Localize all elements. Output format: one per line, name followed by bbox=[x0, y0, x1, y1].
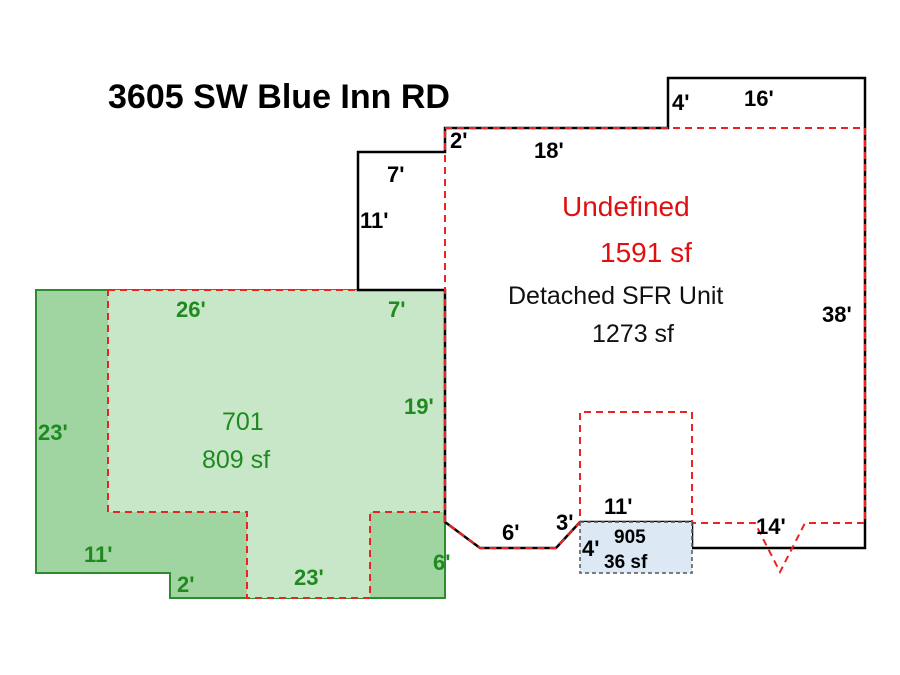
dimension-label: 11' bbox=[360, 208, 389, 233]
patio-area-name: 701 bbox=[222, 408, 264, 436]
dimension-label: 6' bbox=[502, 520, 519, 545]
dimension-label: 7' bbox=[387, 162, 404, 187]
dimension-label: 11' bbox=[84, 542, 113, 567]
small-area-name: 905 bbox=[614, 527, 646, 548]
property-address-title: 3605 SW Blue Inn RD bbox=[108, 78, 450, 116]
small-area-size: 36 sf bbox=[604, 552, 648, 573]
dimension-label: 19' bbox=[404, 394, 434, 419]
dimension-label: 11' bbox=[604, 494, 633, 519]
undefined-area-outline bbox=[444, 127, 866, 575]
dimension-label: 6' bbox=[433, 550, 450, 575]
dimension-label: 16' bbox=[744, 86, 774, 111]
dimension-label: 38' bbox=[822, 302, 852, 327]
dimension-label: 2' bbox=[450, 128, 467, 153]
dimension-label: 18' bbox=[534, 138, 564, 163]
dimension-label: 23' bbox=[38, 420, 68, 445]
dimension-label: 14' bbox=[756, 514, 786, 539]
sfr-area-name: Detached SFR Unit bbox=[508, 282, 723, 310]
dimension-label: 23' bbox=[294, 565, 324, 590]
dimension-label: 4' bbox=[672, 90, 689, 115]
dimension-label: 26' bbox=[176, 297, 206, 322]
undefined-area-size: 1591 sf bbox=[600, 237, 692, 268]
patio-area-size: 809 sf bbox=[202, 446, 270, 474]
dimension-label: 2' bbox=[177, 572, 194, 597]
small-area-box bbox=[579, 521, 693, 574]
dimension-label: 4' bbox=[582, 536, 599, 561]
sfr-area-size: 1273 sf bbox=[592, 320, 674, 348]
undefined-area-name: Undefined bbox=[562, 191, 690, 222]
dimension-label: 3' bbox=[556, 510, 573, 535]
dimension-label: 7' bbox=[388, 297, 405, 322]
